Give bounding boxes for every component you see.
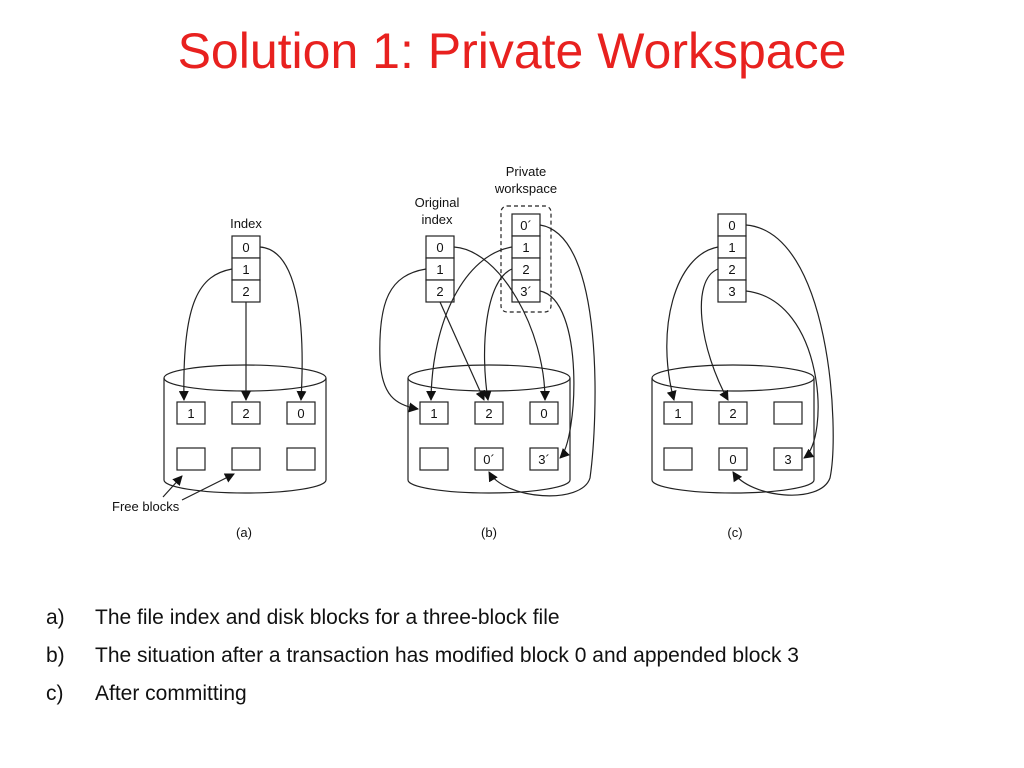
free-blocks-label: Free blocks	[112, 499, 180, 514]
original-index-label: index	[421, 212, 453, 227]
index-a-entry: 1	[242, 262, 249, 277]
disk-a-block-1	[176, 401, 206, 425]
pointer-arrows-c	[666, 224, 834, 496]
disk-c-block-label: 0	[729, 452, 736, 467]
disk-a-block-2	[231, 401, 261, 425]
disk-b-block-label: 0´	[483, 452, 495, 467]
disk-b	[407, 364, 571, 494]
disk-b-block-2	[474, 401, 504, 425]
disk-c-block-3	[773, 447, 803, 471]
private-index-entry: 2	[522, 262, 529, 277]
slide-title: Solution 1: Private Workspace	[177, 23, 847, 79]
disk-a-block-0	[286, 401, 316, 425]
disk-a-free-block	[286, 447, 316, 471]
index-c	[717, 213, 747, 303]
private-index-entry: 0´	[520, 218, 532, 233]
private-index-entry: 3´	[520, 284, 532, 299]
caption-marker: b)	[46, 644, 65, 667]
disk-c	[651, 364, 815, 494]
private-index-entry: 1	[522, 240, 529, 255]
disk-b-block-label: 2	[485, 406, 492, 421]
private-workspace-label: Private	[506, 164, 546, 179]
caption-text: The file index and disk blocks for a thr…	[95, 606, 560, 629]
disk-b-block-1	[419, 401, 449, 425]
pointer-arrows-b	[379, 224, 596, 497]
private-workspace-label: workspace	[494, 181, 557, 196]
disk-b-free-block	[419, 447, 449, 471]
caption-a-label: (a)	[236, 525, 252, 540]
caption-marker: c)	[46, 682, 64, 705]
disk-a-free-block	[231, 447, 261, 471]
original-index-entry: 1	[436, 262, 443, 277]
original-index-entry: 2	[436, 284, 443, 299]
caption-text: After committing	[95, 682, 247, 705]
pointer-arrows-a	[162, 246, 307, 501]
disk-c-free-block	[663, 447, 693, 471]
original-index-b	[425, 235, 455, 303]
disk-b-block-3-prime	[529, 447, 559, 471]
disk-a-free-block	[176, 447, 206, 471]
index-a-entry: 0	[242, 240, 249, 255]
index-c-entry: 2	[728, 262, 735, 277]
private-index-b	[511, 213, 541, 303]
disk-a	[163, 364, 327, 494]
caption-c-label: (c)	[727, 525, 742, 540]
disk-b-block-label: 3´	[538, 452, 550, 467]
disk-b-block-label: 0	[540, 406, 547, 421]
disk-c-block-label: 3	[784, 452, 791, 467]
index-c-entry: 3	[728, 284, 735, 299]
disk-c-block-label: 1	[674, 406, 681, 421]
private-workspace-border	[500, 205, 552, 313]
original-index-label: Original	[415, 195, 460, 210]
index-a-entry: 2	[242, 284, 249, 299]
disk-b-block-label: 1	[430, 406, 437, 421]
disk-b-block-0-prime	[474, 447, 504, 471]
disk-c-block-1	[663, 401, 693, 425]
original-index-entry: 0	[436, 240, 443, 255]
caption-marker: a)	[46, 606, 65, 629]
index-label-a: Index	[230, 216, 262, 231]
caption-text: The situation after a transaction has mo…	[95, 644, 799, 667]
disk-b-block-0	[529, 401, 559, 425]
disk-c-block-label: 2	[729, 406, 736, 421]
index-c-entry: 1	[728, 240, 735, 255]
index-c-entry: 0	[728, 218, 735, 233]
disk-a-block-label: 0	[297, 406, 304, 421]
disk-c-free-block	[773, 401, 803, 425]
caption-b-label: (b)	[481, 525, 497, 540]
disk-a-block-label: 2	[242, 406, 249, 421]
disk-c-block-2	[718, 401, 748, 425]
disk-a-block-label: 1	[187, 406, 194, 421]
disk-c-block-0	[718, 447, 748, 471]
